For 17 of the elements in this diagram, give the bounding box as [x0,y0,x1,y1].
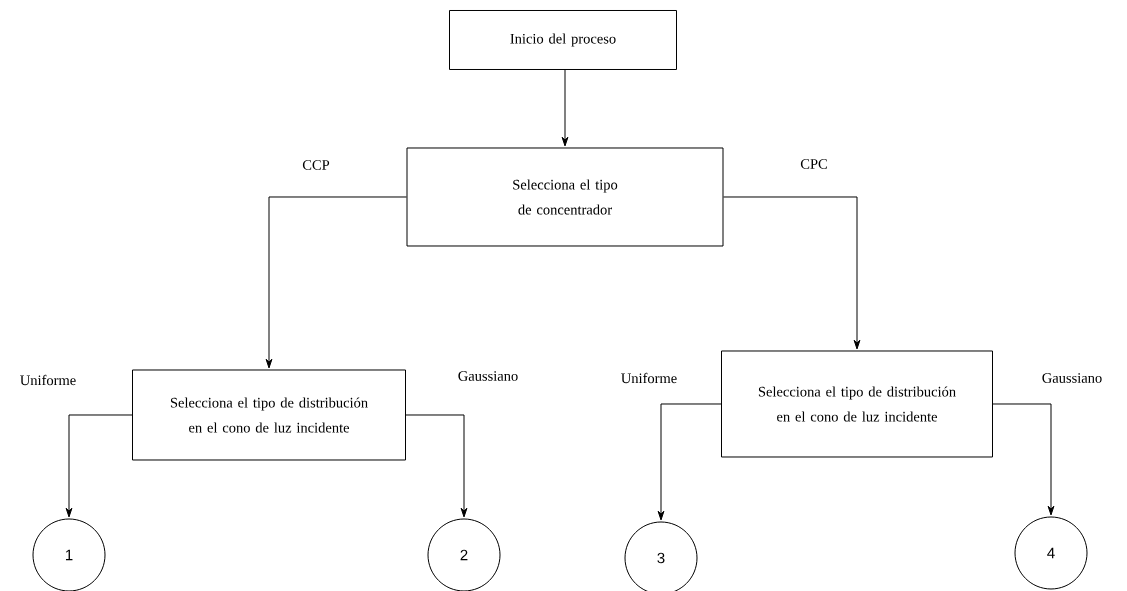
process-box: Inicio del proceso [449,10,677,70]
arrow [561,69,569,147]
edge-label: Uniforme [20,374,76,386]
arrow [657,403,722,521]
edge-label: CCP [302,160,330,170]
edge-label: Uniforme [621,372,677,384]
edge-label: Gaussiano [1042,373,1102,383]
process-box: Selecciona el tipo de distribución en el cono de luz incidente [721,350,993,458]
edge-label: Gaussiano [458,371,518,381]
process-box: Selecciona el tipo de distribución en el cono de luz incidente [132,369,406,461]
process-box: Selecciona el tipo de concentrador [406,147,724,247]
arrow [723,196,861,350]
edge-label: CPC [800,159,827,169]
arrow [405,414,468,518]
arrow [992,403,1055,516]
arrow [65,414,133,518]
arrow [265,196,407,369]
